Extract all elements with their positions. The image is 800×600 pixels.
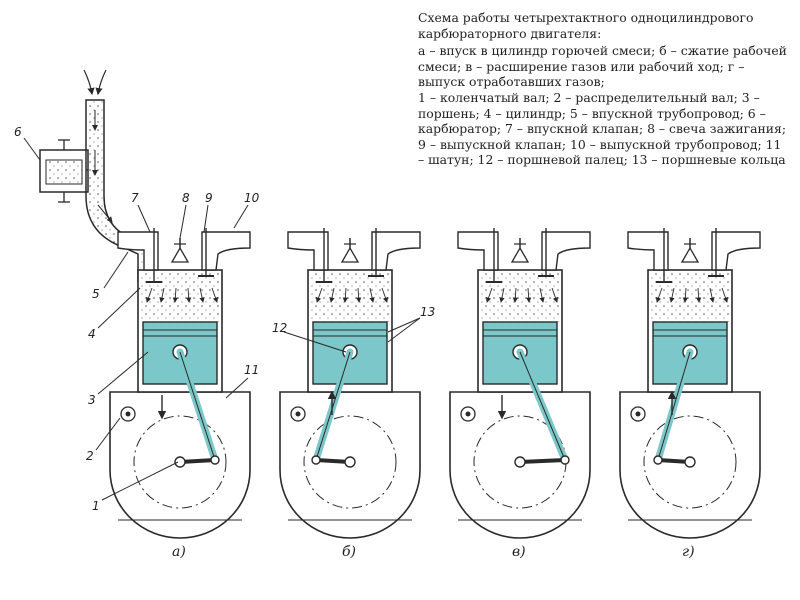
gas-arrow [525, 287, 532, 303]
engine-stage-3: в) [449, 228, 591, 560]
combustion-chamber [481, 272, 559, 322]
gas-arrow [199, 287, 205, 303]
crank-pin [560, 455, 570, 465]
gas-arrow [539, 287, 545, 303]
gas-arrow [355, 287, 362, 303]
combustion-chamber [311, 272, 389, 322]
exhaust-port [711, 231, 761, 271]
label-1: 1 [92, 499, 100, 513]
intake-port [117, 231, 159, 271]
gas-arrow [512, 287, 519, 303]
exhaust-port [371, 231, 421, 271]
intake-port [287, 231, 329, 271]
callout-labels: 6 7 8 9 10 5 4 3 2 1 11 12 13 [14, 125, 435, 513]
connecting-rod-outline [179, 351, 216, 461]
label-8: 8 [182, 191, 190, 205]
gas-arrow [721, 287, 729, 303]
label-9: 9 [205, 191, 213, 205]
camshaft-center [465, 411, 471, 417]
crank-pin [311, 455, 321, 465]
camshaft-center [295, 411, 301, 417]
spark-plug [510, 246, 530, 263]
connecting-rod-outline [315, 351, 351, 461]
gas-arrow [682, 287, 689, 303]
label-11: 11 [244, 363, 259, 377]
label-12: 12 [272, 321, 287, 335]
crankshaft [514, 456, 526, 468]
stage-label: в) [512, 544, 526, 560]
label-4: 4 [88, 327, 96, 341]
label-2: 2 [86, 449, 94, 463]
caption-parts: 1 – коленчатый вал; 2 – распределительны… [418, 89, 786, 168]
crank-circle [133, 415, 227, 509]
gas-arrow [485, 287, 493, 303]
camshaft-center [635, 411, 641, 417]
spark-plug [170, 246, 190, 263]
crankshaft [344, 456, 356, 468]
label-7: 7 [131, 191, 139, 205]
gas-arrow [369, 287, 375, 303]
exhaust-port [201, 231, 251, 271]
caption-title: Схема работы четырехтактного одноцилиндр… [418, 10, 754, 41]
crank-arm [519, 458, 566, 464]
crank-pin [653, 455, 663, 465]
gas-arrow [211, 287, 219, 303]
camshaft-center [125, 411, 131, 417]
crank-arm [179, 458, 216, 464]
label-13: 13 [420, 305, 435, 319]
label-6: 6 [14, 125, 22, 139]
gas-arrow [315, 287, 323, 303]
gas-arrow [655, 287, 663, 303]
gas-arrow [709, 287, 715, 303]
crank-pin [210, 455, 220, 465]
gas-arrow [381, 287, 389, 303]
gas-arrow [342, 287, 349, 303]
gas-arrow [695, 287, 702, 303]
gas-arrow [172, 287, 179, 303]
intake-port [627, 231, 669, 271]
exhaust-port [541, 231, 591, 271]
crankshaft [174, 456, 186, 468]
engine-stage-1: а) [109, 228, 251, 560]
label-3: 3 [88, 393, 96, 407]
caption-strokes: а – впуск в цилиндр горючей смеси; б – с… [418, 43, 787, 90]
gas-arrow [145, 287, 153, 303]
diagram-caption: Схема работы четырехтактного одноцилиндр… [418, 10, 790, 168]
combustion-chamber [141, 272, 219, 322]
spark-plug [340, 246, 360, 263]
label-5: 5 [92, 287, 100, 301]
intake-port [457, 231, 499, 271]
gas-arrow [185, 287, 192, 303]
crankshaft [684, 456, 696, 468]
callouts [23, 137, 421, 501]
gas-arrow [329, 287, 335, 303]
gas-arrow [159, 287, 165, 303]
gas-arrow [669, 287, 675, 303]
spark-plug [680, 246, 700, 263]
stage-label: б) [342, 544, 356, 560]
crank-circle [303, 415, 397, 509]
crank-circle [643, 415, 737, 509]
gas-arrow [499, 287, 505, 303]
gas-arrow [551, 287, 559, 303]
combustion-chamber [651, 272, 729, 322]
connecting-rod-outline [657, 351, 691, 461]
label-10: 10 [244, 191, 260, 205]
engine-stage-2: б) [279, 228, 421, 560]
carburetor [39, 139, 89, 203]
stage-label: а) [172, 544, 186, 560]
stage-label: г) [682, 544, 695, 560]
engine-stage-4: г) [619, 228, 761, 560]
connecting-rod-outline [519, 351, 566, 461]
